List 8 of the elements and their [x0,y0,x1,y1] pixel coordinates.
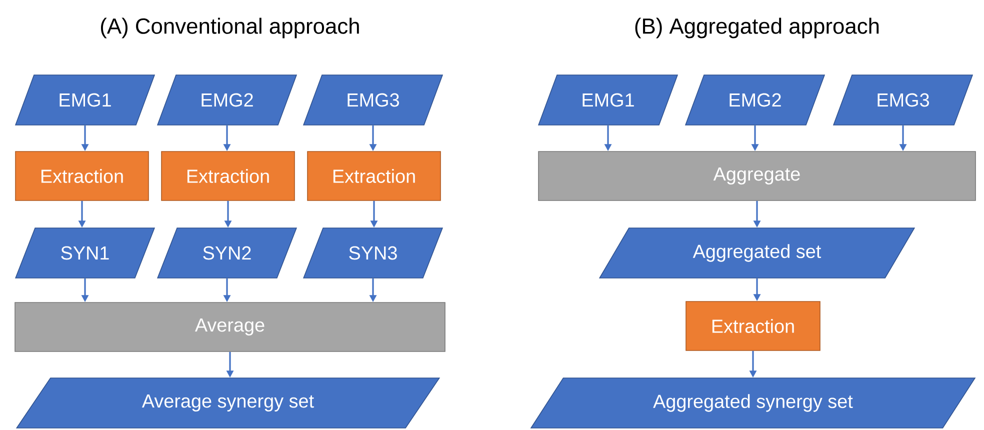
process-box: Average [14,302,446,352]
panel-title: (B) Aggregated approach [635,18,879,38]
process-box: Extraction [161,151,295,201]
process-box: Extraction [686,301,820,351]
process-box: Extraction [15,151,149,201]
process-box: Aggregate [538,151,976,201]
process-box: Extraction [307,151,441,201]
panel-title: (A) Conventional approach [101,18,359,38]
